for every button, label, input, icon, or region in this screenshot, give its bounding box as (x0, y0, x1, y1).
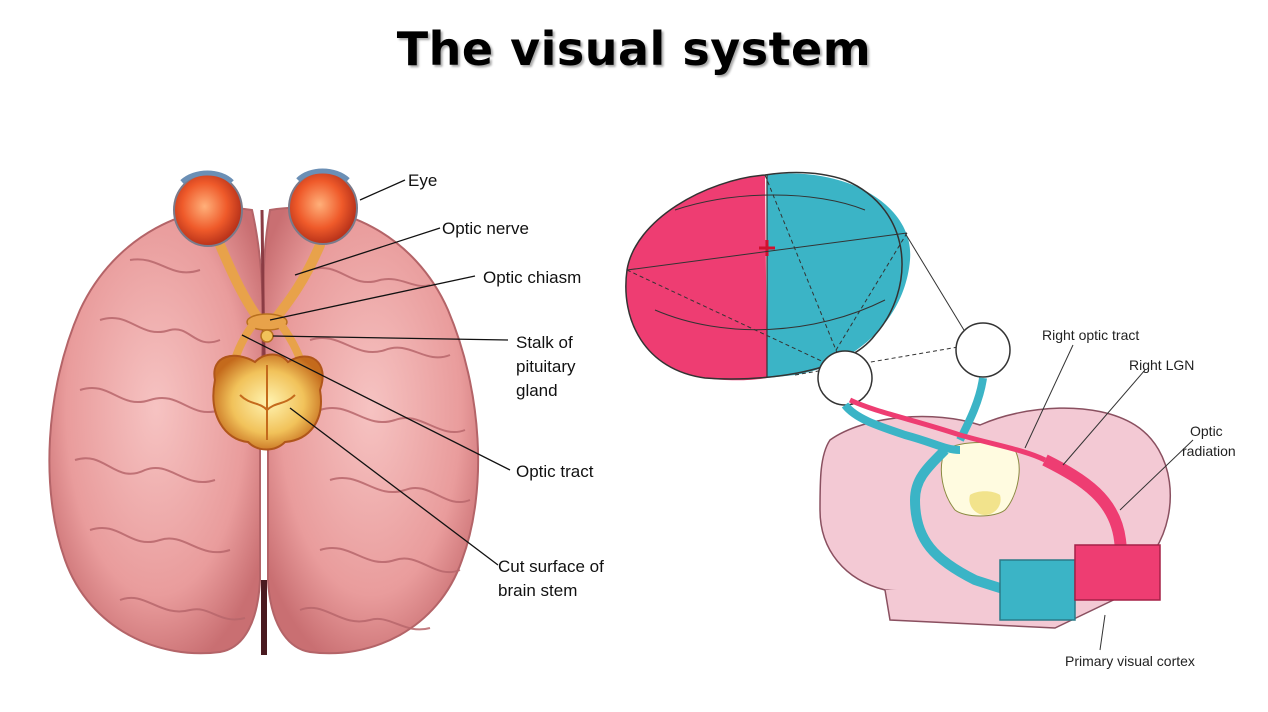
label-right-optic-tract: Right optic tract (1042, 327, 1139, 343)
right-visual-cortex (1074, 544, 1161, 601)
label-eye: Eye (408, 171, 437, 190)
visual-pathway-diagram: Right optic tract Right LGN Optic radiat… (615, 150, 1265, 690)
pituitary-stalk (260, 329, 274, 343)
right-eye-schematic (955, 322, 1011, 378)
left-eye (173, 170, 243, 247)
page-title: The visual system (396, 22, 872, 76)
label-cut-surface-line1: Cut surface of (498, 557, 604, 576)
left-visual-field (625, 175, 767, 381)
label-optic-nerve: Optic nerve (442, 219, 529, 238)
brain-stem-cut-surface (212, 353, 324, 451)
label-cut-surface-line2: brain stem (498, 581, 577, 600)
right-tract-red (848, 397, 1047, 463)
brain-ventral-view-diagram: Eye Optic nerve Optic chiasm Stalk of pi… (20, 140, 630, 700)
label-stalk-line2: pituitary (516, 357, 576, 376)
label-optic-radiation-line2: radiation (1182, 443, 1236, 459)
left-nerve-blue (841, 402, 961, 454)
label-primary-visual-cortex: Primary visual cortex (1065, 653, 1195, 669)
label-optic-radiation-line1: Optic (1190, 423, 1223, 439)
label-stalk-line1: Stalk of (516, 333, 573, 352)
right-visual-field (767, 173, 911, 378)
label-right-lgn: Right LGN (1129, 357, 1194, 373)
left-optic-nerve (215, 240, 263, 323)
left-visual-cortex (999, 559, 1076, 621)
right-optic-nerve (271, 240, 325, 323)
left-eye-schematic (817, 350, 873, 406)
label-optic-tract: Optic tract (516, 462, 594, 481)
label-optic-chiasm: Optic chiasm (483, 268, 581, 287)
label-stalk-line3: gland (516, 381, 558, 400)
right-eye (288, 168, 358, 245)
